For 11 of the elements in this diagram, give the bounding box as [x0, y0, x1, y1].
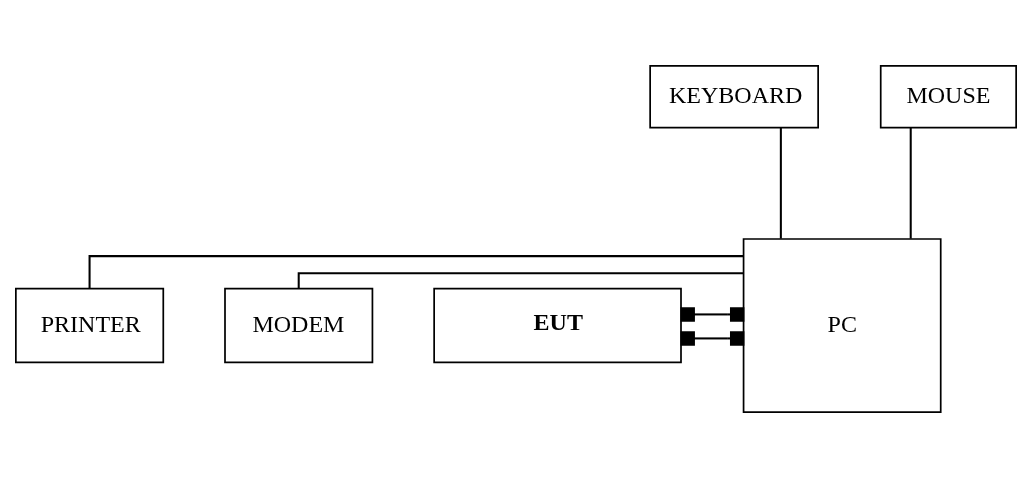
node-box: KEYBOARD	[649, 65, 819, 129]
connector	[680, 331, 745, 346]
node-box: MOUSE	[879, 65, 1017, 129]
node-box: PRINTER	[15, 287, 165, 364]
connector	[909, 127, 912, 239]
connector	[779, 127, 782, 239]
node-box: PC	[742, 238, 942, 413]
node-box: MODEM	[224, 287, 374, 364]
connector	[680, 307, 745, 322]
node-box: EUT	[433, 287, 682, 364]
connector	[88, 255, 743, 289]
